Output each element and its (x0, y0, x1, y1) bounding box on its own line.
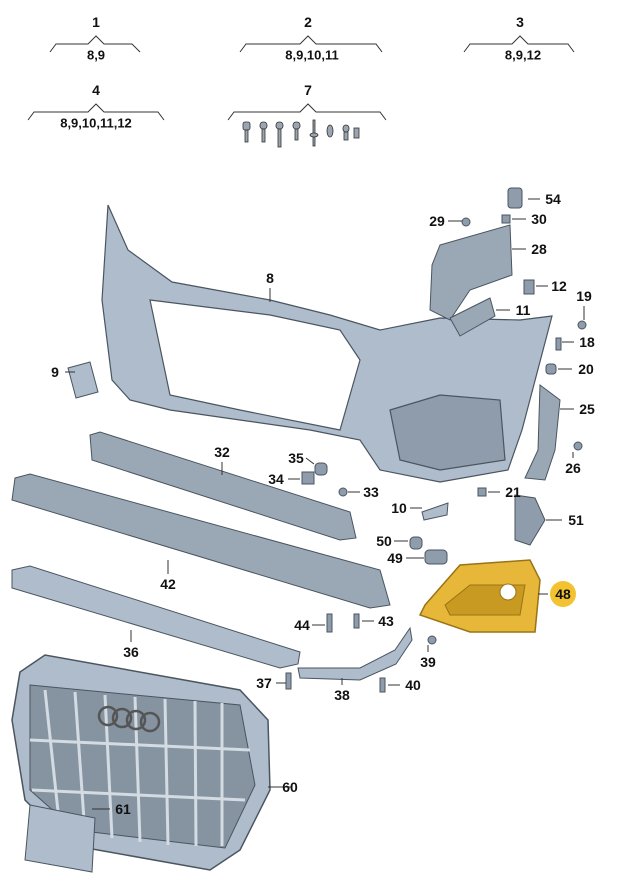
part-38-shape (297, 626, 413, 681)
callout-19: 19 (576, 288, 592, 304)
group-2-number: 2 (304, 14, 312, 30)
part-9-shape (67, 361, 99, 399)
callout-43: 43 (378, 613, 394, 629)
callout-11: 11 (515, 302, 531, 318)
callout-37: 37 (256, 675, 272, 691)
callout-12: 12 (551, 278, 567, 294)
license-plate-bracket-part (24, 804, 96, 873)
callout-49: 49 (387, 550, 403, 566)
callout-51: 51 (568, 512, 584, 528)
callout-44: 44 (294, 617, 310, 633)
part-25-shape (524, 384, 561, 481)
bumper-cover-part (101, 204, 553, 483)
group-1-number: 1 (92, 14, 100, 30)
fastener-set-icon (242, 119, 360, 148)
group-4-number: 4 (92, 82, 100, 98)
group-2-contents: 8,9,10,11 (285, 47, 339, 63)
callout-36: 36 (123, 644, 139, 660)
callout-26: 26 (565, 460, 581, 476)
part-51-shape (514, 494, 546, 546)
callout-9: 9 (51, 364, 59, 380)
part-36-shape (11, 565, 301, 669)
small-fasteners (285, 187, 587, 693)
callout-8: 8 (266, 270, 274, 286)
callout-34: 34 (268, 471, 284, 487)
leader-lines (65, 198, 585, 810)
callout-20: 20 (578, 361, 594, 377)
callout-61: 61 (115, 801, 131, 817)
audi-rings-logo (97, 705, 161, 733)
group-3-contents: 8,9,12 (504, 47, 542, 63)
part-28-shape (429, 224, 513, 321)
callout-50: 50 (376, 533, 392, 549)
callout-54: 54 (545, 191, 561, 207)
callout-60: 60 (282, 779, 298, 795)
part-42-shape (11, 473, 391, 609)
callout-48-highlighted: 48 (550, 581, 576, 607)
callout-42: 42 (160, 576, 176, 592)
callout-32: 32 (214, 444, 230, 460)
callout-39: 39 (420, 654, 436, 670)
group-brackets (27, 35, 575, 121)
group-4-contents: 8,9,10,11,12 (60, 115, 132, 131)
grille-part (11, 654, 271, 871)
group-3-number: 3 (516, 14, 524, 30)
callout-38: 38 (334, 687, 350, 703)
callout-29: 29 (429, 213, 445, 229)
callout-33: 33 (363, 484, 379, 500)
callout-18: 18 (579, 334, 595, 350)
part-11-shape (449, 297, 496, 337)
part-32-shape (89, 431, 357, 541)
callout-40: 40 (405, 677, 421, 693)
callout-28: 28 (531, 241, 547, 257)
callout-25: 25 (579, 401, 595, 417)
callout-30: 30 (531, 211, 547, 227)
callout-21: 21 (505, 484, 521, 500)
group-7-number: 7 (304, 82, 312, 98)
callout-10: 10 (391, 500, 407, 516)
group-1-contents: 8,9 (86, 47, 106, 63)
callout-35: 35 (288, 450, 304, 466)
